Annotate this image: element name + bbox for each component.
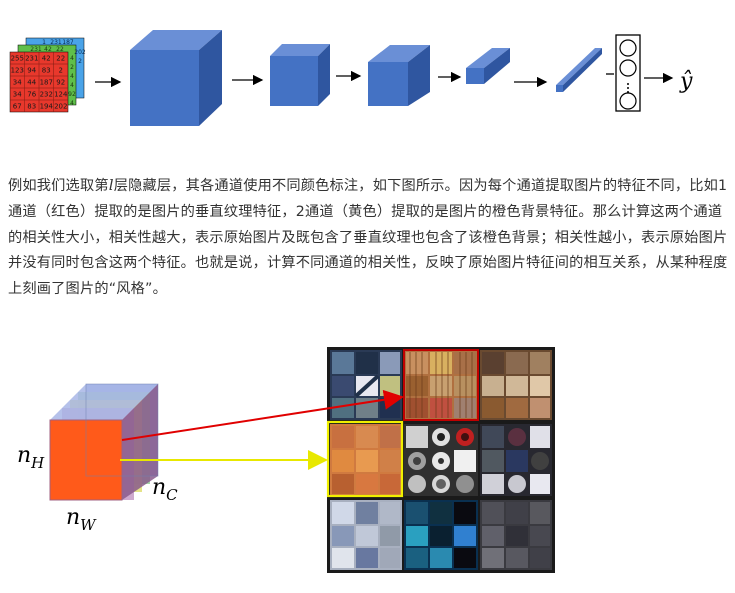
- grid-value: 22: [56, 46, 64, 53]
- body-paragraph: 例如我们选取第l层隐藏层，其各通道使用不同颜色标注，如下图所示。因为每个通道提取…: [8, 173, 728, 303]
- grid-value: 123: [11, 67, 24, 75]
- yellow-highlight-box: [326, 420, 404, 498]
- grid-cell-r2c2: [404, 424, 478, 496]
- conv-volume-4: [466, 48, 510, 84]
- grid-value: 4: [70, 73, 74, 80]
- grid-value: 4: [70, 82, 74, 89]
- grid-value: 231: [50, 39, 62, 46]
- grid-cell-r3c3: [480, 500, 552, 570]
- conv-volume-1: [130, 30, 222, 126]
- layer-variable: l: [108, 176, 114, 194]
- activation-volume: [49, 383, 159, 501]
- grid-value: 231: [25, 55, 38, 63]
- grid-value: 44: [27, 79, 36, 87]
- grid-value: 94: [27, 67, 36, 75]
- paragraph-text-2: 层隐藏层，其各通道使用不同颜色标注，如下图所示。因为每个通道提取图片的特征不同，…: [8, 178, 728, 298]
- grid-value: 232: [40, 91, 53, 99]
- grid-value: 2: [70, 64, 74, 71]
- grid-cell-r1c2-vertical-texture: [404, 350, 478, 420]
- grid-value: 202: [54, 103, 67, 111]
- grid-cell-r3c2: [404, 500, 478, 570]
- conv-volume-3: [368, 45, 430, 106]
- grid-value: 42: [44, 46, 52, 53]
- grid-cell-r1c3: [480, 350, 552, 420]
- grid-value: 255: [11, 55, 24, 63]
- grid-value: 76: [27, 91, 36, 99]
- grid-value: 187: [40, 79, 53, 87]
- grid-cell-r2c3: [480, 424, 552, 496]
- grid-value: 92: [68, 91, 76, 98]
- grid-value: 34: [13, 79, 22, 87]
- grid-value: 22: [56, 55, 65, 63]
- nW-label: nW: [66, 505, 97, 534]
- paragraph-text-1: 例如我们选取第: [8, 178, 109, 194]
- nC-label: nC: [152, 475, 178, 504]
- grid-value: 187: [62, 39, 74, 46]
- grid-value: 1: [42, 39, 46, 46]
- grid-value: 202: [74, 49, 86, 56]
- output-neurons: [615, 34, 641, 112]
- fc-layer: [556, 48, 602, 92]
- style-channel-figure: nH nW nC: [17, 347, 555, 573]
- nH-label: nH: [17, 443, 45, 472]
- conv-volume-2: [270, 44, 330, 106]
- grid-value: 4: [70, 55, 74, 62]
- grid-value: 67: [13, 103, 22, 111]
- grid-value: 194: [40, 103, 54, 111]
- grid-value: 2: [78, 58, 82, 65]
- feature-image-grid: [326, 347, 555, 573]
- grid-value: 83: [42, 67, 51, 75]
- grid-value: 231: [30, 46, 42, 53]
- grid-cell-r3c1: [330, 500, 402, 570]
- grid-value: 92: [56, 79, 65, 87]
- red-highlight-box: [403, 349, 479, 421]
- red-channel-arrow: [121, 389, 404, 441]
- grid-value: 83: [27, 103, 36, 111]
- grid-cell-r1c1: [330, 350, 402, 420]
- grid-cell-r2c1-orange-background: [330, 424, 402, 496]
- grid-value: 124: [54, 91, 68, 99]
- output-label: ŷ: [679, 69, 693, 94]
- grid-value: 34: [13, 91, 22, 99]
- grid-value: 42: [42, 55, 51, 63]
- grid-value: 2: [59, 67, 63, 75]
- grid-value: 4: [70, 100, 74, 107]
